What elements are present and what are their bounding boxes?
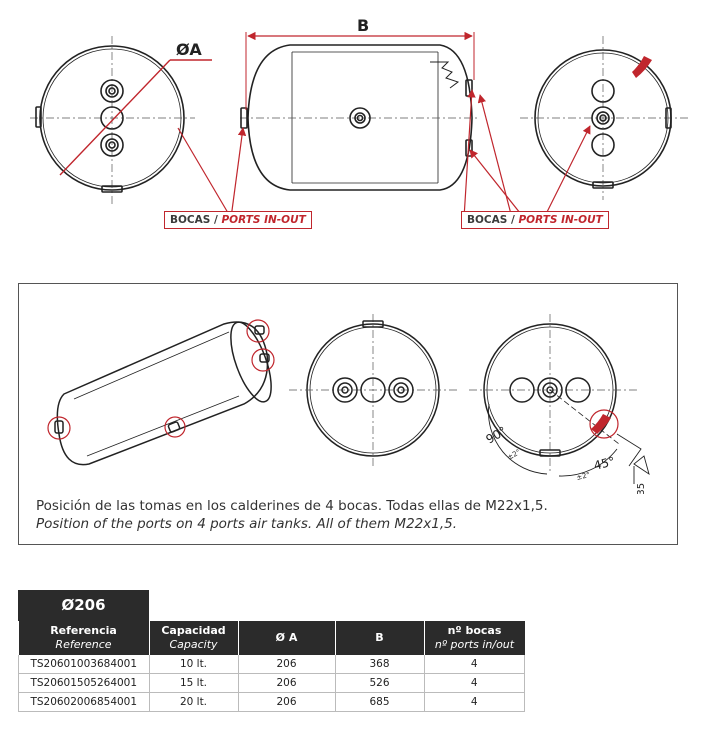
- tank-isometric: [54, 321, 272, 466]
- angle-90-label: 90°: [484, 424, 509, 447]
- middle-end-view: [289, 314, 459, 469]
- dim-b-label: B: [357, 16, 370, 35]
- ports-en: PORTS IN-OUT: [518, 214, 603, 226]
- cell-dim-a: 206: [238, 692, 336, 712]
- weld-mark-top: [632, 56, 652, 78]
- cell-dim-b: 368: [335, 655, 425, 674]
- tol-label-45: ±2°: [576, 471, 591, 482]
- cell-dim-a: 206: [238, 655, 336, 674]
- ports-es: BOCAS /: [467, 214, 519, 226]
- cell-dim-b: 685: [335, 692, 425, 712]
- dim-a-line: [59, 59, 171, 176]
- cell-ports: 4: [424, 692, 525, 712]
- ports-es: BOCAS /: [170, 214, 222, 226]
- angle-45-label: 45°: [592, 454, 616, 473]
- caption-es: Posición de las tomas en los calderines …: [36, 498, 548, 514]
- cell-capacity: 10 lt.: [149, 655, 239, 674]
- ports-label-right: BOCAS / PORTS IN-OUT: [461, 211, 609, 229]
- cell-dim-a: 206: [238, 673, 336, 693]
- dim-a-label: ØA: [176, 40, 202, 59]
- left-end-view: [30, 36, 195, 205]
- cell-ports: 4: [424, 673, 525, 693]
- cell-reference: TS20601505264001: [18, 673, 150, 693]
- cell-capacity: 15 lt.: [149, 673, 239, 693]
- tank-side-view: [240, 44, 480, 191]
- ports-label-left: BOCAS / PORTS IN-OUT: [164, 211, 312, 229]
- right-end-view: [520, 36, 690, 200]
- cell-ports: 4: [424, 655, 525, 674]
- ports-detail-drawing: 90° ±2° 45° ±2° 135: [47, 314, 650, 494]
- col-dim-b: B: [335, 621, 425, 655]
- cell-capacity: 20 lt.: [149, 692, 239, 712]
- weld-label: 135: [636, 483, 647, 494]
- top-drawings: [30, 31, 690, 219]
- cell-reference: TS20601003684001: [18, 655, 150, 674]
- table-row: TS20601505264001 15 lt. 206 526 4: [18, 673, 525, 693]
- tol-label-90: ±2°: [506, 448, 522, 462]
- col-dim-a: Ø A: [238, 621, 336, 655]
- cell-dim-b: 526: [335, 673, 425, 693]
- table-row: TS20601003684001 10 lt. 206 368 4: [18, 655, 525, 674]
- ports-en: PORTS IN-OUT: [221, 214, 306, 226]
- caption-en: Position of the ports on 4 ports air tan…: [36, 516, 457, 532]
- ports-caption: Posición de las tomas en los calderines …: [36, 497, 548, 533]
- cell-reference: TS20602006854001: [18, 692, 150, 712]
- table-title: Ø206: [18, 590, 149, 621]
- table-row: TS20602006854001 20 lt. 206 685 4: [18, 692, 525, 712]
- weld-mark-detail: [591, 414, 611, 434]
- ports-detail-panel: 90° ±2° 45° ±2° 135: [18, 283, 678, 545]
- right-detail-view: [469, 314, 650, 484]
